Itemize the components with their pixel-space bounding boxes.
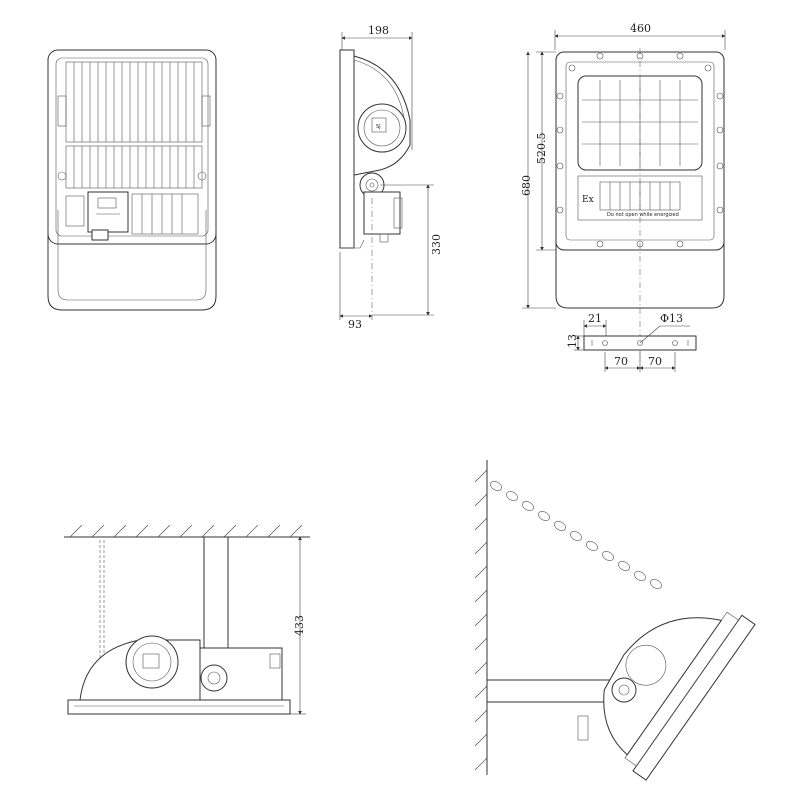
front-view: 460 Ex [520,22,726,372]
front-frame-bolts [556,52,724,248]
dim-hole-spacing-left: 70 [614,355,628,368]
front-bracket [555,200,725,309]
wall-arm [486,679,614,703]
dim-bracket-edge: 21 [588,312,602,325]
warning-text: Do not open while energized [607,212,679,218]
side-cap-logo: SJ [376,124,381,130]
ceiling-pivot [200,664,228,692]
rear-view [47,49,217,311]
dim-bracket-hole: Φ13 [660,312,683,325]
side-junction-cap [357,103,407,153]
ceiling-mount-view: 433 [64,524,310,715]
wall-hatch [474,469,488,771]
dim-side-bracket-height: 330 [430,234,443,255]
dim-side-depth: 198 [368,24,389,37]
dim-front-body-height: 520.5 [535,133,548,165]
dim-front-total-height: 680 [520,175,533,196]
wall-chain [490,481,662,589]
dim-ceiling-mount-height: 433 [293,615,306,636]
dim-side-bracket-offset: 93 [348,318,362,331]
wall-luminaire [603,611,756,781]
ceiling-junction-cap [125,635,179,689]
rear-fins-upper [57,61,211,143]
ceiling-chain [99,540,105,660]
rear-bracket [47,200,217,311]
dim-bracket-thickness: 13 [566,334,579,348]
wall-pivot [611,677,637,703]
rear-fins-lower [65,145,203,189]
ceiling-hatch [69,524,303,538]
rear-junction-box [65,191,199,241]
dim-front-width: 460 [630,22,651,35]
dim-hole-spacing-right: 70 [648,355,662,368]
wall-mount-view [474,460,756,781]
ex-mark: Ex [582,195,594,205]
bracket-detail: 21 Φ13 13 70 70 [566,312,697,372]
side-view: 198 SJ 330 93 [339,24,443,331]
ceiling-post [203,536,229,668]
